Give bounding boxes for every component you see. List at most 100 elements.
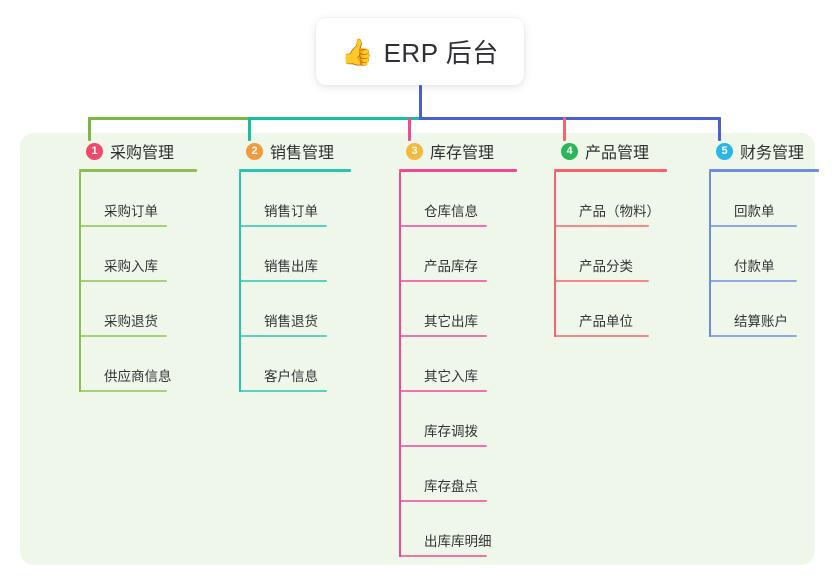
- column-title-finance: 财务管理: [740, 145, 805, 162]
- menu-item-label: 付款单: [734, 259, 775, 274]
- menu-item-rule: [399, 500, 487, 502]
- menu-item-label: 回款单: [734, 204, 775, 219]
- column-header-inventory[interactable]: 3 库存管理: [388, 133, 517, 169]
- menu-item[interactable]: 其它出库: [399, 282, 517, 337]
- menu-item-rule: [399, 390, 487, 392]
- menu-item-label: 结算账户: [734, 314, 788, 329]
- column-title-product: 产品管理: [585, 145, 650, 162]
- column-spine-product: [554, 172, 556, 337]
- menu-item-label: 其它出库: [424, 314, 478, 329]
- menu-item-label: 产品（物料）: [579, 204, 660, 219]
- menu-item[interactable]: 付款单: [709, 227, 819, 282]
- column-header-rule-finance: [709, 169, 819, 172]
- menu-item[interactable]: 产品分类: [554, 227, 667, 282]
- column-header-rule-product: [554, 169, 667, 172]
- segment-green: [88, 117, 251, 120]
- menu-item[interactable]: 产品库存: [399, 227, 517, 282]
- menu-item-label: 库存调拨: [424, 424, 478, 439]
- menu-item[interactable]: 客户信息: [239, 337, 351, 392]
- menu-item-label: 其它入库: [424, 369, 478, 384]
- column-items-product: 产品（物料） 产品分类产品单位: [554, 172, 667, 337]
- menu-item[interactable]: 结算账户: [709, 282, 819, 337]
- menu-item-rule: [239, 335, 327, 337]
- trunk-line: [419, 85, 422, 120]
- menu-item-label: 供应商信息: [104, 369, 172, 384]
- menu-item-rule: [554, 280, 649, 282]
- menu-item[interactable]: 销售退货: [239, 282, 351, 337]
- menu-item-label: 库存盘点: [424, 479, 478, 494]
- column-spine-finance: [709, 172, 711, 337]
- menu-item[interactable]: 其它入库: [399, 337, 517, 392]
- column-items-sales: 销售订单销售出库销售退货客户信息: [239, 172, 351, 392]
- menu-item-label: 销售退货: [264, 314, 318, 329]
- column-header-product[interactable]: 4 产品管理: [543, 133, 667, 169]
- column-product: 4 产品管理产品（物料） 产品分类产品单位: [543, 133, 667, 337]
- menu-item[interactable]: 库存调拨: [399, 392, 517, 447]
- menu-item[interactable]: 供应商信息: [79, 337, 197, 392]
- column-title-inventory: 库存管理: [430, 145, 495, 162]
- drop-finance: [718, 117, 721, 141]
- drop-sales: [248, 117, 251, 141]
- column-header-rule-procurement: [79, 169, 197, 172]
- menu-item-rule: [79, 280, 167, 282]
- menu-item-label: 销售出库: [264, 259, 318, 274]
- drop-procurement: [88, 117, 91, 141]
- column-header-procurement[interactable]: 1 采购管理: [68, 133, 197, 169]
- menu-item-label: 客户信息: [264, 369, 318, 384]
- menu-item-rule: [79, 225, 167, 227]
- menu-item[interactable]: 产品单位: [554, 282, 667, 337]
- column-spine-inventory: [399, 172, 401, 557]
- menu-item-rule: [239, 280, 327, 282]
- menu-item-rule: [399, 555, 487, 557]
- column-header-sales[interactable]: 2 销售管理: [228, 133, 351, 169]
- menu-item-rule: [399, 225, 487, 227]
- column-title-sales: 销售管理: [270, 145, 335, 162]
- menu-item-label: 采购退货: [104, 314, 158, 329]
- segment-blue: [419, 117, 721, 120]
- menu-item-rule: [79, 335, 167, 337]
- thumbs-up-icon: 👍: [341, 36, 374, 67]
- column-badge-finance: 5: [716, 142, 733, 160]
- column-badge-sales: 2: [246, 142, 263, 160]
- menu-item-label: 销售订单: [264, 204, 318, 219]
- column-header-finance[interactable]: 5 财务管理: [698, 133, 819, 169]
- menu-item-rule: [399, 445, 487, 447]
- drop-product: [563, 117, 566, 141]
- menu-item[interactable]: 库存盘点: [399, 447, 517, 502]
- column-header-rule-sales: [239, 169, 351, 172]
- menu-item-label: 产品分类: [579, 259, 633, 274]
- menu-item-rule: [79, 390, 167, 392]
- menu-item-label: 采购入库: [104, 259, 158, 274]
- diagram-panel-background: [20, 133, 815, 565]
- column-header-rule-inventory: [399, 169, 517, 172]
- column-badge-inventory: 3: [406, 142, 423, 160]
- menu-item[interactable]: 采购订单: [79, 172, 197, 227]
- menu-item[interactable]: 销售订单: [239, 172, 351, 227]
- menu-item-rule: [399, 280, 487, 282]
- root-node-card[interactable]: 👍 ERP 后台: [316, 18, 524, 85]
- column-items-inventory: 仓库信息产品库存其它出库其它入库库存调拨库存盘点出库库明细: [399, 172, 517, 557]
- menu-item-label: 出库库明细: [424, 534, 492, 549]
- column-procurement: 1 采购管理采购订单采购入库采购退货供应商信息: [68, 133, 197, 392]
- menu-item-label: 仓库信息: [424, 204, 478, 219]
- menu-item[interactable]: 产品（物料）: [554, 172, 667, 227]
- menu-item-rule: [709, 225, 797, 227]
- column-inventory: 3 库存管理仓库信息产品库存其它出库其它入库库存调拨库存盘点出库库明细: [388, 133, 517, 557]
- menu-item[interactable]: 出库库明细: [399, 502, 517, 557]
- column-sales: 2 销售管理销售订单销售出库销售退货客户信息: [228, 133, 351, 392]
- column-badge-procurement: 1: [86, 142, 103, 160]
- column-badge-product: 4: [561, 142, 578, 160]
- menu-item[interactable]: 采购入库: [79, 227, 197, 282]
- menu-item-rule: [399, 335, 487, 337]
- menu-item-rule: [709, 280, 797, 282]
- menu-item[interactable]: 仓库信息: [399, 172, 517, 227]
- root-node-title: ERP 后台: [383, 38, 499, 68]
- column-title-procurement: 采购管理: [110, 145, 175, 162]
- drop-inventory: [408, 117, 411, 141]
- menu-item[interactable]: 回款单: [709, 172, 819, 227]
- menu-item-label: 采购订单: [104, 204, 158, 219]
- column-items-procurement: 采购订单采购入库采购退货供应商信息: [79, 172, 197, 392]
- menu-item[interactable]: 采购退货: [79, 282, 197, 337]
- menu-item[interactable]: 销售出库: [239, 227, 351, 282]
- column-items-finance: 回款单付款单结算账户: [709, 172, 819, 337]
